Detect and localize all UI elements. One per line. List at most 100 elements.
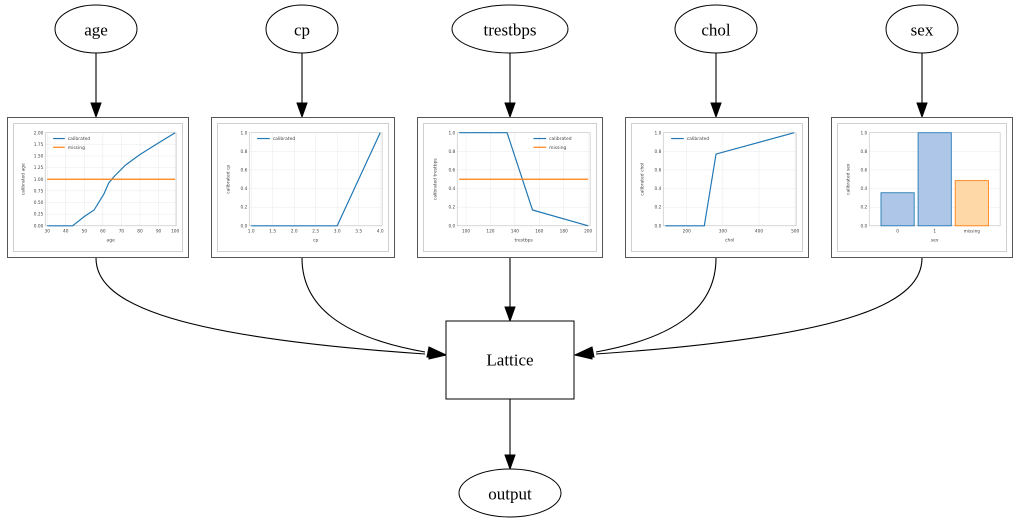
node-output-label: output [488,485,532,504]
plot-sex: 0.0 0.2 0.4 0.6 0.8 1.0 0 1 missing sex … [846,130,1001,243]
edge-sex-to-lattice [573,257,923,360]
node-sex-label: sex [911,21,934,40]
xlabel-trestbps: trestbps [514,237,533,243]
svg-text:500: 500 [791,229,799,235]
node-output[interactable]: output [458,468,562,518]
svg-text:0.6: 0.6 [448,168,455,174]
legend-cp-calibrated: calibrated [273,136,296,142]
svg-text:1.5: 1.5 [269,229,276,235]
svg-text:1.75: 1.75 [34,142,44,148]
svg-text:90: 90 [156,229,162,235]
xticks-trestbps: 100 120 140 160 180 200 [462,229,593,235]
node-age[interactable]: age [54,4,138,54]
node-chol[interactable]: chol [674,4,758,54]
bar-sex-1 [917,132,952,227]
series-age-calibrated [47,132,176,227]
svg-text:300: 300 [719,229,727,235]
series-trestbps-calibrated [459,132,589,227]
svg-text:70: 70 [119,229,125,235]
node-trestbps-label: trestbps [484,21,537,40]
svg-text:180: 180 [560,229,568,235]
edge-age-to-lattice [95,257,448,360]
svg-text:1.25: 1.25 [34,165,44,171]
svg-text:1.0: 1.0 [654,130,661,136]
svg-text:1.0: 1.0 [448,130,455,136]
grid-chol [663,132,797,227]
edge-chol-to-lattice [573,257,717,358]
svg-text:50: 50 [82,229,88,235]
node-sex[interactable]: sex [885,4,959,54]
node-lattice[interactable]: Lattice [445,320,575,400]
edge-cp-to-lattice [301,257,448,358]
xlabel-age: age [107,238,116,243]
legend-trestbps-calibrated: calibrated [549,136,572,142]
edge-trestbps-to-chart [504,53,516,119]
node-trestbps[interactable]: trestbps [451,4,569,54]
bar-sex-0 [880,192,915,227]
svg-text:0.0: 0.0 [860,223,867,229]
edge-age-to-chart [90,53,102,119]
svg-text:1.50: 1.50 [34,154,44,160]
svg-text:2.0: 2.0 [291,229,298,235]
node-cp-label: cp [294,21,310,40]
node-chol-label: chol [701,21,731,40]
node-age-label: age [84,21,108,40]
xticks-cp: 1.0 1.5 2.0 2.5 3.0 3.5 4.0 [248,229,384,235]
grid-cp [249,132,383,227]
panel-inner-trestbps: calibrated missing 0.0 0.2 0.4 0.6 0.8 1… [423,123,597,252]
calibration-panel-sex: 0.0 0.2 0.4 0.6 0.8 1.0 0 1 missing sex … [831,117,1013,258]
ylabel-trestbps: calibrated trestbps [433,158,439,201]
edge-sex-to-chart [916,53,928,119]
svg-text:0.75: 0.75 [34,188,44,194]
svg-text:0.4: 0.4 [448,186,455,192]
svg-text:0.8: 0.8 [654,149,661,155]
legend-trestbps: calibrated missing [533,136,572,151]
svg-text:120: 120 [486,229,494,235]
svg-text:160: 160 [535,229,543,235]
svg-text:2.00: 2.00 [34,130,44,136]
svg-text:1.0: 1.0 [240,130,247,136]
svg-text:0.0: 0.0 [448,223,455,229]
edge-chol-to-chart [710,53,722,119]
svg-text:0.2: 0.2 [448,205,455,211]
svg-text:0.6: 0.6 [240,168,247,174]
legend-age-missing: missing [68,145,85,151]
svg-text:0.4: 0.4 [654,186,661,192]
svg-text:0.2: 0.2 [240,205,247,211]
legend-age: calibrated missing [53,136,90,151]
svg-text:0.6: 0.6 [654,168,661,174]
plot-trestbps: calibrated missing 0.0 0.2 0.4 0.6 0.8 1… [433,130,593,243]
svg-text:30: 30 [44,229,50,235]
ylabel-chol: calibrated chol [640,163,646,196]
panel-inner-chol: calibrated 0.0 0.2 0.4 0.6 0.8 1.0 200 3… [631,123,803,252]
panel-inner-sex: 0.0 0.2 0.4 0.6 0.8 1.0 0 1 missing sex … [837,123,1007,252]
node-cp[interactable]: cp [265,4,339,54]
svg-text:1.0: 1.0 [248,229,255,235]
svg-text:0.8: 0.8 [240,149,247,155]
svg-text:0.25: 0.25 [34,212,44,218]
yticks-cp: 0.0 0.2 0.4 0.6 0.8 1.0 [240,130,247,229]
yticks-age: 0.00 0.25 0.50 0.75 1.00 1.25 1.50 1.75 … [34,130,44,229]
svg-text:400: 400 [755,229,763,235]
svg-text:0.8: 0.8 [860,149,867,155]
plot-cp: calibrated 0.0 0.2 0.4 0.6 0.8 1.0 1.0 1… [226,130,384,243]
svg-text:0: 0 [896,229,899,235]
svg-text:1: 1 [933,229,936,235]
plot-age: calibrated missing 0.00 0.25 0.50 0.75 1… [21,130,180,243]
yticks-chol: 0.0 0.2 0.4 0.6 0.8 1.0 [654,130,661,229]
svg-text:0.2: 0.2 [860,205,867,211]
svg-text:80: 80 [137,229,143,235]
yticks-sex: 0.0 0.2 0.4 0.6 0.8 1.0 [860,130,867,229]
series-cp-calibrated [251,132,381,227]
calibration-panel-trestbps: calibrated missing 0.0 0.2 0.4 0.6 0.8 1… [417,117,603,258]
svg-text:0.4: 0.4 [240,186,247,192]
svg-text:40: 40 [63,229,69,235]
svg-text:200: 200 [683,229,691,235]
svg-text:0.6: 0.6 [860,168,867,174]
panel-inner-age: calibrated missing 0.00 0.25 0.50 0.75 1… [13,123,183,252]
edge-trestbps-to-lattice [504,258,516,323]
xlabel-sex: sex [931,238,939,243]
svg-text:0.50: 0.50 [34,200,44,206]
panel-inner-cp: calibrated 0.0 0.2 0.4 0.6 0.8 1.0 1.0 1… [217,123,389,252]
svg-text:100: 100 [462,229,470,235]
